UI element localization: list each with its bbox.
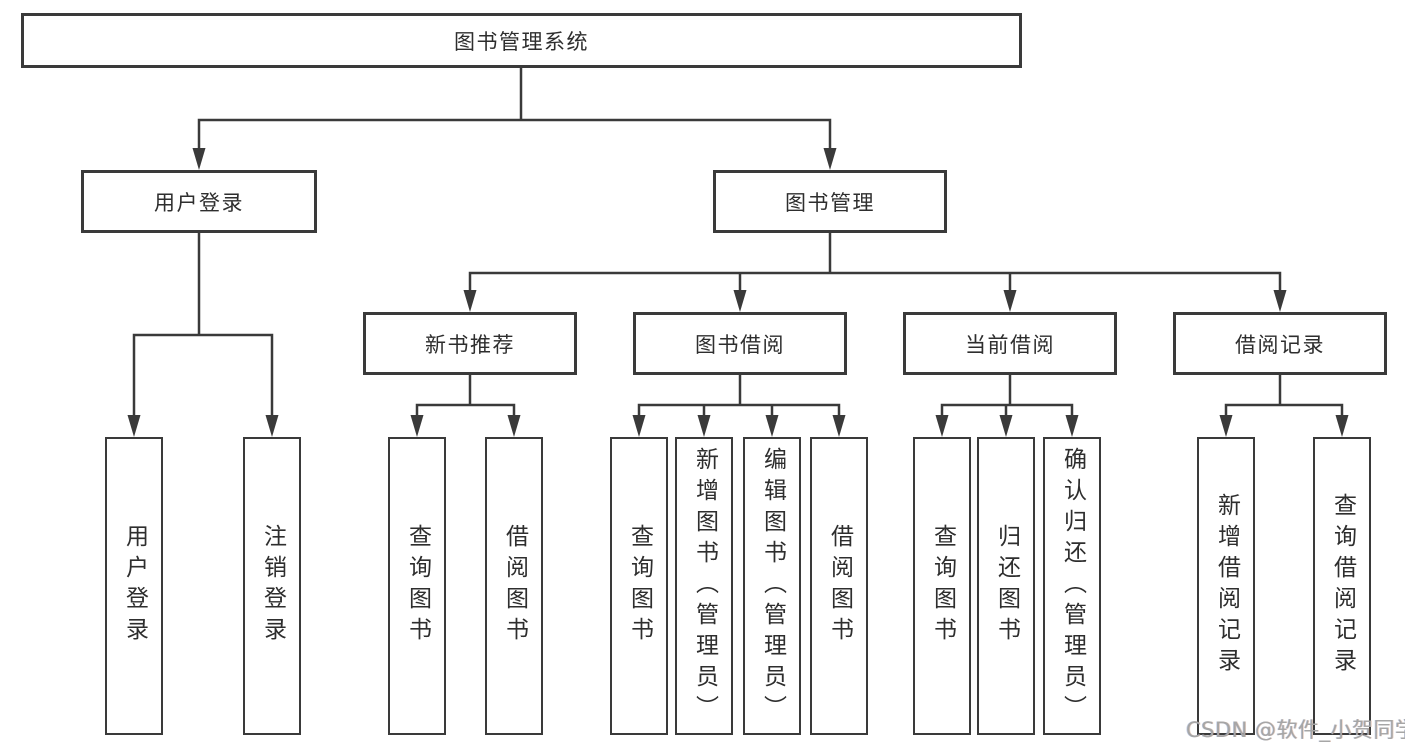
leaf-newbook-query: 查询图书 bbox=[388, 437, 446, 735]
leaf-current-query-label: 查询图书 bbox=[929, 524, 956, 648]
node-current-borrow: 当前借阅 bbox=[903, 312, 1117, 375]
leaf-borrow-add-admin: 新增图书（管理员） bbox=[675, 437, 733, 735]
leaf-current-query: 查询图书 bbox=[913, 437, 971, 735]
node-borrow-record: 借阅记录 bbox=[1173, 312, 1387, 375]
leaf-borrow-edit-admin-label: 编辑图书（管理员） bbox=[759, 446, 786, 726]
node-user-login-label: 用户登录 bbox=[154, 190, 244, 215]
node-book-management-label: 图书管理 bbox=[785, 190, 875, 215]
leaf-borrow-add-admin-label: 新增图书（管理员） bbox=[691, 446, 718, 726]
node-new-book-recommend-label: 新书推荐 bbox=[425, 332, 515, 357]
leaf-borrow-book-label: 借阅图书 bbox=[826, 524, 853, 648]
leaf-current-return-label: 归还图书 bbox=[993, 524, 1020, 648]
node-root: 图书管理系统 bbox=[21, 13, 1022, 68]
leaf-record-add: 新增借阅记录 bbox=[1197, 437, 1255, 735]
node-book-borrow: 图书借阅 bbox=[633, 312, 847, 375]
node-borrow-record-label: 借阅记录 bbox=[1235, 332, 1325, 357]
leaf-logout: 注销登录 bbox=[243, 437, 301, 735]
leaf-newbook-borrow: 借阅图书 bbox=[485, 437, 543, 735]
node-user-login: 用户登录 bbox=[81, 170, 317, 233]
csdn-watermark: CSDN @软件_小贺同学 bbox=[1186, 718, 1405, 742]
node-root-label: 图书管理系统 bbox=[454, 29, 589, 54]
node-current-borrow-label: 当前借阅 bbox=[965, 332, 1055, 357]
leaf-current-return: 归还图书 bbox=[977, 437, 1035, 735]
leaf-record-query-label: 查询借阅记录 bbox=[1329, 493, 1356, 679]
leaf-borrow-query-label: 查询图书 bbox=[626, 524, 653, 648]
node-book-borrow-label: 图书借阅 bbox=[695, 332, 785, 357]
leaf-record-add-label: 新增借阅记录 bbox=[1213, 493, 1240, 679]
leaf-logout-label: 注销登录 bbox=[259, 524, 286, 648]
node-book-management: 图书管理 bbox=[713, 170, 947, 233]
leaf-current-confirm-admin-label: 确认归还（管理员） bbox=[1059, 446, 1086, 726]
leaf-record-query: 查询借阅记录 bbox=[1313, 437, 1371, 735]
leaf-newbook-borrow-label: 借阅图书 bbox=[501, 524, 528, 648]
node-new-book-recommend: 新书推荐 bbox=[363, 312, 577, 375]
leaf-current-confirm-admin: 确认归还（管理员） bbox=[1043, 437, 1101, 735]
leaf-borrow-edit-admin: 编辑图书（管理员） bbox=[743, 437, 801, 735]
leaf-user-login-label: 用户登录 bbox=[121, 524, 148, 648]
leaf-borrow-query: 查询图书 bbox=[610, 437, 668, 735]
leaf-user-login: 用户登录 bbox=[105, 437, 163, 735]
arrowheads bbox=[127, 148, 1349, 437]
leaf-newbook-query-label: 查询图书 bbox=[404, 524, 431, 648]
leaf-borrow-book: 借阅图书 bbox=[810, 437, 868, 735]
